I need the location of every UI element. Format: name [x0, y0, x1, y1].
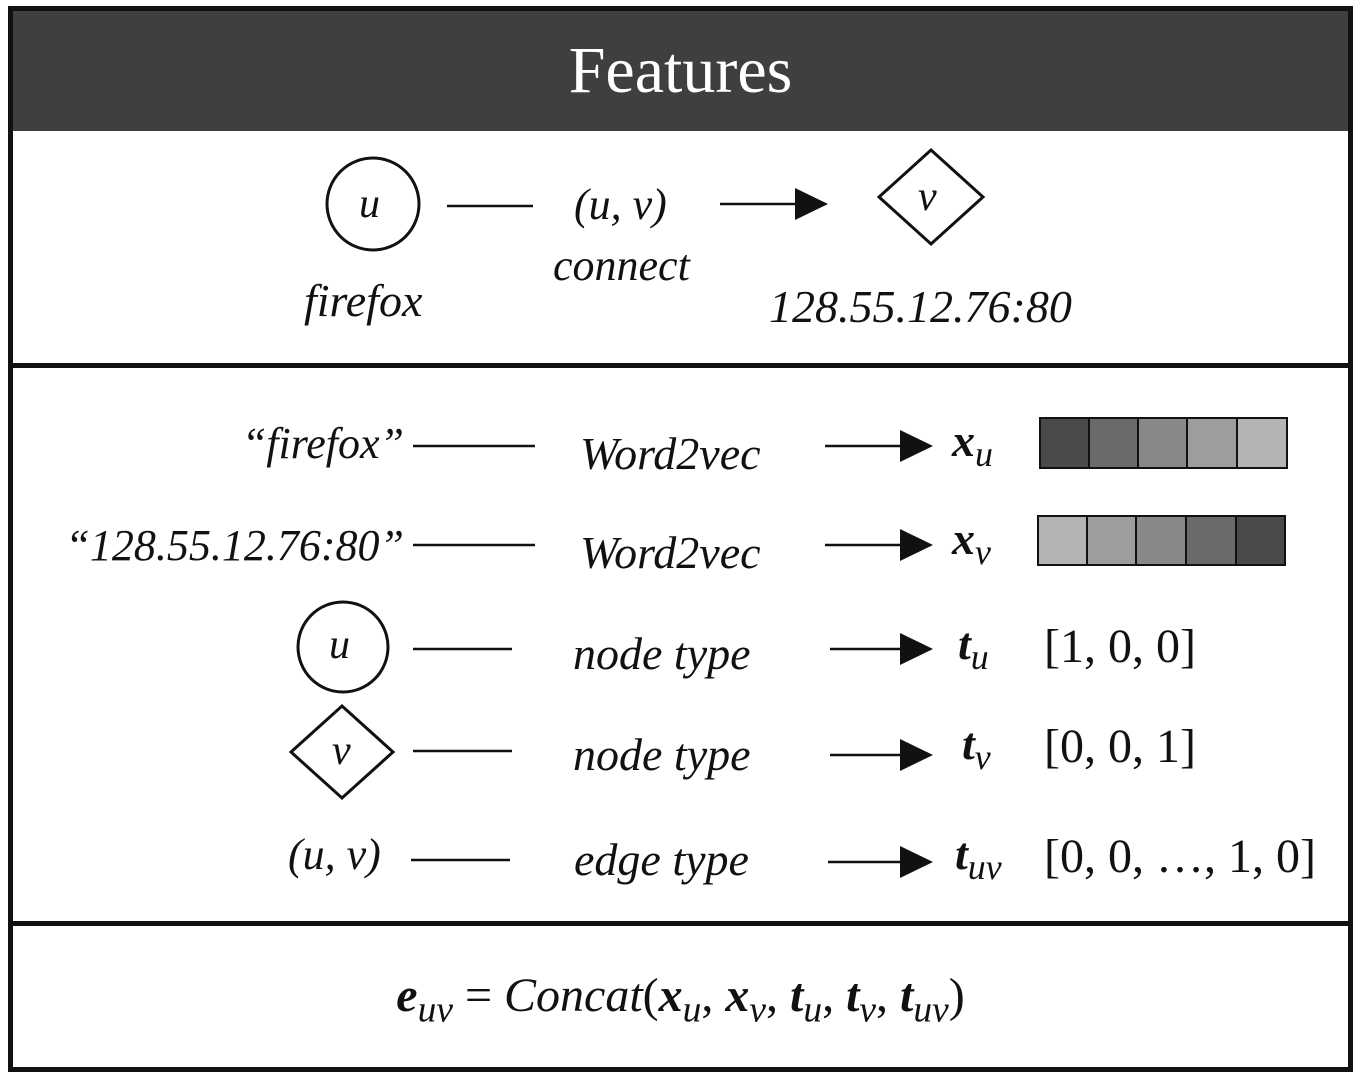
section-divider — [13, 921, 1348, 926]
vector-cell — [1037, 515, 1088, 566]
row-method: node type — [573, 628, 751, 679]
vector-cell — [1186, 417, 1238, 469]
row-input: “firefox” — [241, 419, 404, 468]
u-process-label: firefox — [304, 275, 423, 326]
panel-title: Features — [13, 11, 1348, 131]
one-hot-value: [0, 0, …, 1, 0] — [1044, 830, 1316, 883]
vector-xv — [1037, 515, 1286, 566]
feature-symbol: tu — [958, 618, 989, 678]
vector-cell — [1039, 417, 1090, 469]
arrow-head-icon — [795, 188, 828, 220]
vector-cell — [1088, 417, 1139, 469]
row-method: node type — [573, 729, 751, 780]
vector-cell — [1086, 515, 1137, 566]
edge-relation-label: connect — [553, 241, 690, 290]
arrow-head-icon — [900, 430, 933, 462]
v-node-label: v — [918, 174, 937, 220]
row-input: (u, v) — [288, 830, 381, 879]
row-input: “128.55.12.76:80” — [65, 521, 404, 570]
feature-symbol: tuv — [955, 828, 1002, 888]
vector-cell — [1235, 515, 1286, 566]
arrow-head-icon — [900, 529, 933, 561]
u-node-label: u — [359, 181, 380, 227]
u-node-label: u — [329, 622, 350, 668]
arrow-head-icon — [900, 846, 933, 878]
feature-symbol: tv — [962, 718, 991, 778]
arrow-head-icon — [900, 739, 933, 771]
row-method: Word2vec — [580, 428, 761, 479]
u-node-circle — [296, 600, 390, 694]
vector-cell — [1185, 515, 1237, 566]
feature-symbol: xu — [952, 415, 993, 475]
row-method: edge type — [574, 834, 749, 885]
vector-cell — [1236, 417, 1288, 469]
u-node-circle — [325, 156, 421, 252]
one-hot-value: [1, 0, 0] — [1044, 620, 1196, 673]
v-socket-label: 128.55.12.76:80 — [769, 281, 1072, 332]
one-hot-value: [0, 0, 1] — [1044, 720, 1196, 773]
edge-label: (u, v) — [574, 180, 667, 229]
v-node-diamond — [876, 147, 986, 247]
v-node-diamond — [288, 703, 396, 801]
vector-cell — [1135, 515, 1187, 566]
section-divider — [13, 363, 1348, 368]
feature-symbol: xv — [952, 513, 991, 573]
vector-xu — [1039, 417, 1288, 469]
arrow-head-icon — [900, 633, 933, 665]
row-method: Word2vec — [580, 527, 761, 578]
v-node-label: v — [332, 728, 351, 774]
concat-formula: euv = Concat(xu, xv, tu, tv, tuv) — [396, 969, 965, 1031]
vector-cell — [1137, 417, 1188, 469]
